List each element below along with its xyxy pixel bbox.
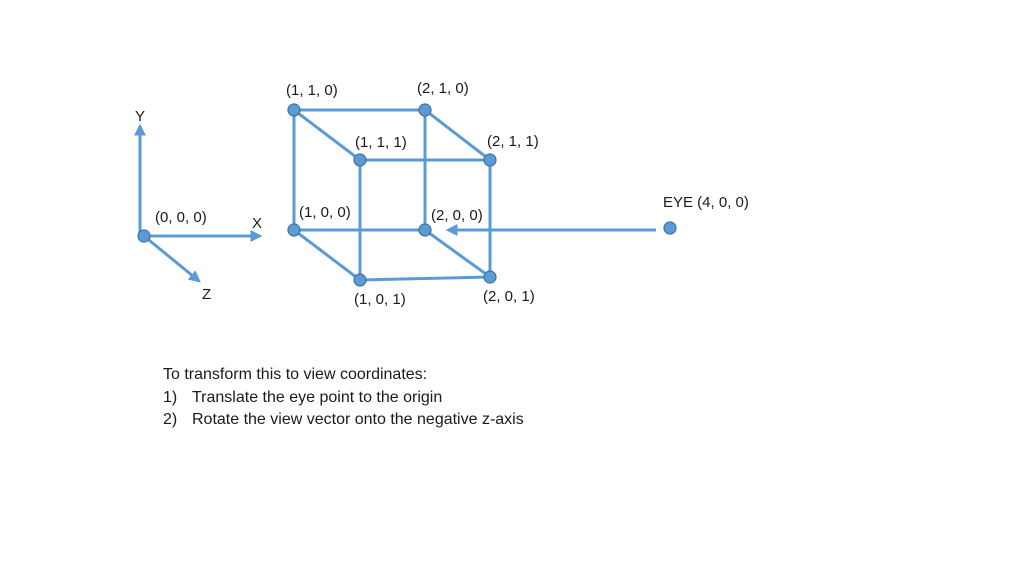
step-number: 2) (163, 411, 178, 428)
y-axis-label: Y (135, 108, 145, 125)
vertex-2-0-0 (418, 223, 432, 237)
vertex-1-1-0 (287, 103, 301, 117)
label-2-1-0: (2, 1, 0) (417, 80, 469, 97)
instruction-step: 2) Rotate the view vector onto the negat… (163, 409, 524, 432)
z-axis-arrow (143, 234, 201, 283)
label-1-1-0: (1, 1, 0) (286, 82, 338, 99)
eye-label: EYE (4, 0, 0) (663, 194, 749, 211)
vertex-2-1-1 (483, 153, 497, 167)
label-1-0-0: (1, 0, 0) (299, 204, 351, 221)
label-2-0-1: (2, 0, 1) (483, 288, 535, 305)
origin-label: (0, 0, 0) (155, 209, 207, 226)
cube-edge (424, 108, 491, 162)
step-number: 1) (163, 388, 178, 406)
origin-point (137, 229, 151, 243)
instruction-step: 1) Translate the eye point to the origin (163, 387, 524, 410)
cube-edge (293, 228, 361, 282)
cube-edge (293, 108, 361, 162)
label-1-0-1: (1, 0, 1) (354, 291, 406, 308)
label-2-1-1: (2, 1, 1) (487, 133, 539, 150)
x-axis-label: X (252, 215, 262, 232)
instructions-intro: To transform this to view coordinates: (163, 366, 428, 383)
vertex-1-0-0 (287, 223, 301, 237)
eye-point (663, 221, 677, 235)
z-axis-label: Z (202, 286, 211, 303)
vertex-2-1-0 (418, 103, 432, 117)
cube-edge (424, 228, 491, 279)
instructions-block: To transform this to view coordinates: 1… (163, 364, 524, 432)
cube-edge (359, 275, 491, 282)
vertex-1-1-1 (353, 153, 367, 167)
step-text: Translate the eye point to the origin (192, 388, 443, 406)
vertex-1-0-1 (353, 273, 367, 287)
label-1-1-1: (1, 1, 1) (355, 134, 407, 151)
vertex-2-0-1 (483, 270, 497, 284)
label-2-0-0: (2, 0, 0) (431, 207, 483, 224)
step-text: Rotate the view vector onto the negative… (192, 411, 524, 428)
